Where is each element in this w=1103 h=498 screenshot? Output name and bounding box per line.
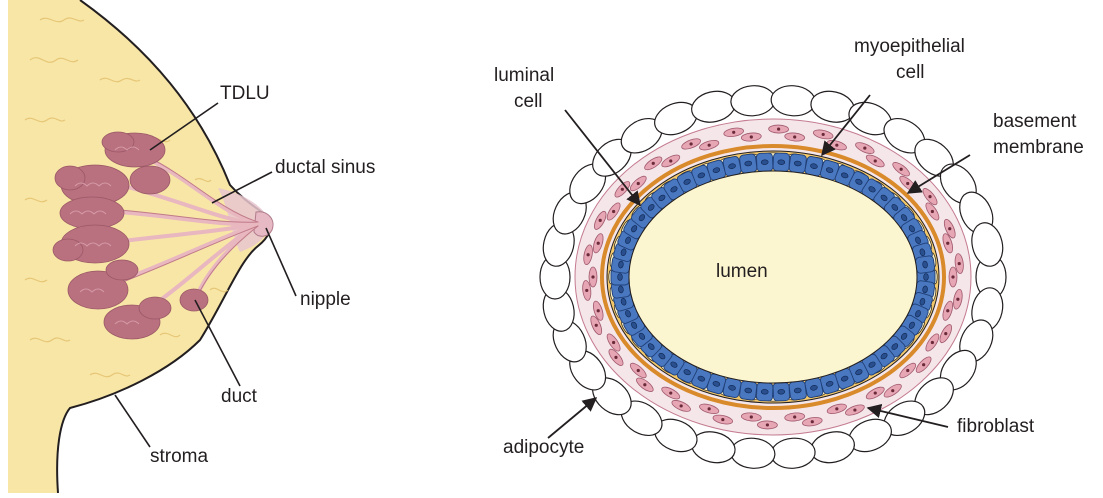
fibroblast-nucleus (863, 146, 866, 149)
label-myoepithelial-cell-line2: cell (896, 62, 925, 83)
fibroblast-nucleus (750, 135, 753, 138)
fibroblast-nucleus (835, 407, 838, 410)
fibroblast-nucleus (874, 391, 877, 394)
adipocyte-cell (730, 437, 776, 470)
fibroblast-nucleus (597, 309, 600, 312)
fibroblast-nucleus (680, 404, 683, 407)
fibroblast-nucleus (900, 168, 903, 171)
fibroblast-nucleus (637, 182, 640, 185)
duct-cross-section: lumen luminal cell myoepithelial cell ba… (494, 36, 1084, 470)
fibroblast-nucleus (643, 383, 646, 386)
luminal-nucleus (761, 389, 768, 394)
fibroblast-nucleus (690, 142, 693, 145)
fibroblast-nucleus (766, 423, 769, 426)
luminal-nucleus (744, 161, 752, 167)
fibroblast-nucleus (669, 391, 672, 394)
luminal-nucleus (778, 160, 785, 165)
fibroblast-nucleus (958, 262, 961, 265)
fibroblast-nucleus (811, 420, 814, 423)
breast-diagram: TDLU ductal sinus nipple duct stroma (8, 0, 375, 493)
fibroblast-nucleus (614, 356, 617, 359)
fibroblast-nucleus (669, 159, 672, 162)
fibroblast-nucleus (874, 159, 877, 162)
fibroblast-nucleus (793, 415, 796, 418)
fibroblast-nucleus (956, 298, 959, 301)
fibroblast-nucleus (922, 363, 925, 366)
fibroblast-nucleus (835, 144, 838, 147)
luminal-nucleus (778, 389, 785, 394)
fibroblast-nucleus (612, 341, 615, 344)
fibroblast-nucleus (597, 242, 600, 245)
fibroblast-nucleus (906, 369, 909, 372)
fibroblast-nucleus (732, 131, 735, 134)
fibroblast-nucleus (721, 418, 724, 421)
fibroblast-nucleus (944, 332, 947, 335)
fibroblast-nucleus (928, 195, 931, 198)
fibroblast-nucleus (822, 133, 825, 136)
luminal-nucleus (744, 388, 752, 394)
fibroblast-nucleus (591, 275, 594, 278)
fibroblast-nucleus (951, 275, 954, 278)
label-lumen: lumen (716, 261, 768, 282)
label-ductal-sinus: ductal sinus (275, 157, 375, 178)
label-duct: duct (221, 386, 258, 407)
fibroblast-nucleus (708, 407, 711, 410)
label-tdlu: TDLU (220, 83, 270, 104)
adipocyte-cell (730, 84, 776, 117)
fibroblast-nucleus (599, 219, 602, 222)
label-basement-membrane-line2: membrane (993, 137, 1084, 158)
fibroblast-nucleus (793, 135, 796, 138)
fibroblast-nucleus (708, 144, 711, 147)
fibroblast-nucleus (750, 415, 753, 418)
fibroblast-nucleus (853, 408, 856, 411)
fibroblast-nucleus (777, 127, 780, 130)
fibroblast-nucleus (595, 324, 598, 327)
label-adipocyte: adipocyte (503, 437, 584, 458)
fibroblast-nucleus (637, 369, 640, 372)
fibroblast-nucleus (948, 227, 951, 230)
adipocyte-cell (770, 84, 816, 117)
luminal-nucleus (794, 161, 802, 167)
label-luminal-cell-line1: luminal (494, 65, 554, 86)
label-myoepithelial-cell-line1: myoepithelial (854, 36, 965, 57)
fibroblast-nucleus (652, 162, 655, 165)
fibroblast-nucleus (891, 389, 894, 392)
fibroblast-nucleus (585, 289, 588, 292)
luminal-nucleus (761, 160, 768, 165)
lumen (629, 171, 917, 383)
luminal-nucleus (618, 274, 623, 281)
label-stroma: stroma (150, 446, 209, 467)
fibroblast-nucleus (931, 341, 934, 344)
fibroblast-nucleus (931, 210, 934, 213)
label-nipple: nipple (300, 289, 351, 310)
luminal-nucleus (794, 388, 802, 394)
fibroblast-nucleus (587, 253, 590, 256)
fibroblast-nucleus (621, 188, 624, 191)
label-fibroblast: fibroblast (957, 416, 1035, 437)
luminal-nucleus (924, 274, 929, 281)
adipocyte-cell (770, 437, 816, 470)
fibroblast-nucleus (946, 242, 949, 245)
fibroblast-nucleus (946, 309, 949, 312)
label-luminal-cell-line2: cell (514, 91, 543, 112)
fibroblast-nucleus (906, 182, 909, 185)
label-basement-membrane-line1: basement (993, 111, 1077, 132)
fibroblast-nucleus (612, 210, 615, 213)
